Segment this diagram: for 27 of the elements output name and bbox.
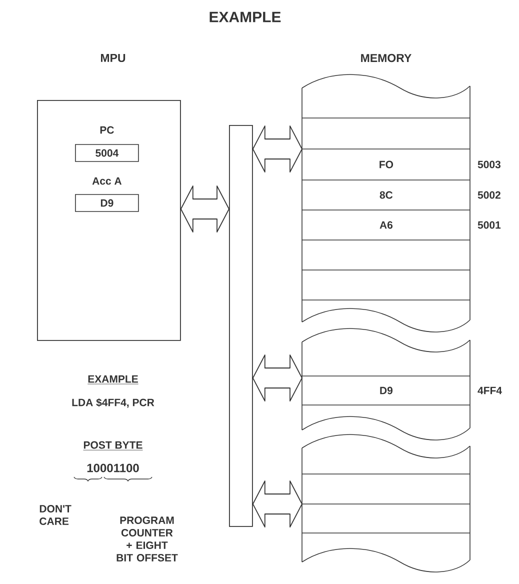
node-label: MPU xyxy=(100,54,126,62)
bit-pattern: 10001100 xyxy=(87,464,139,472)
address-label: 5001 xyxy=(478,221,501,229)
example-heading: EXAMPLE xyxy=(87,375,139,384)
bus-arrow xyxy=(180,186,230,232)
address-label: 5002 xyxy=(478,191,500,199)
brace-label: DON'T CARE xyxy=(40,505,72,525)
post-byte-heading: POST BYTE xyxy=(83,441,143,450)
memory-cell: FO xyxy=(380,160,394,168)
address-label: 5003 xyxy=(478,160,500,168)
address-label: 4FF4 xyxy=(478,386,502,394)
bus-arrow xyxy=(252,354,302,402)
node-label: PC xyxy=(100,126,114,134)
node-label: Acc A xyxy=(92,177,122,185)
memory-cell: 8C xyxy=(380,191,393,199)
memory-block xyxy=(302,328,470,440)
title: EXAMPLE xyxy=(210,12,281,22)
memory-cell: A6 xyxy=(380,221,393,229)
brace-label: PROGRAM COUNTER + EIGHT BIT OFFSET xyxy=(116,516,178,562)
bus-arrow xyxy=(252,480,302,528)
register-box: Acc A D9 xyxy=(75,177,139,212)
memory-cell: D9 xyxy=(380,386,392,394)
bus-arrow xyxy=(252,126,302,172)
memory-block xyxy=(302,434,470,572)
instruction-text: LDA $4FF4, PCR xyxy=(72,398,154,408)
bus-bar xyxy=(229,125,253,527)
register-box: PC 5004 xyxy=(75,126,139,162)
